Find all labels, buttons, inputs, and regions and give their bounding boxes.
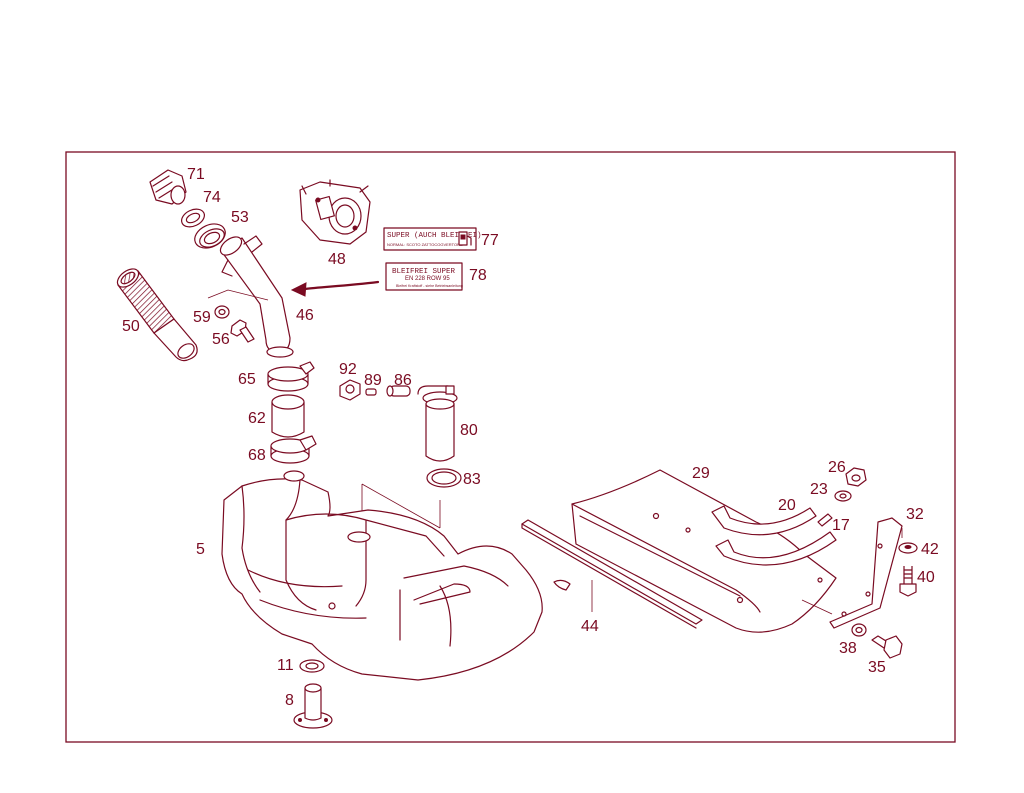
label-56: 56 [212,331,230,348]
label-23: 23 [810,481,828,498]
hose-86-part[interactable] [386,385,411,397]
label-32: 32 [906,506,924,523]
label-65: 65 [238,371,256,388]
label-78: 78 [469,267,487,284]
fuel-sender-80-part[interactable] [417,385,458,462]
diagram-frame [65,151,956,743]
label-42: 42 [921,541,939,558]
strip-44-part[interactable] [521,519,703,629]
bolt-40-part[interactable] [899,566,917,597]
part-number-labels: 71 74 53 48 77 78 50 59 56 46 65 62 68 9… [122,166,939,709]
bolt-35-part[interactable] [871,635,903,659]
washer-59-part[interactable] [214,305,230,319]
label-20: 20 [778,497,796,514]
stud-17-part[interactable] [817,513,833,527]
bracket-32-part[interactable] [829,517,903,629]
label-40: 40 [917,569,935,586]
label-83: 83 [463,471,481,488]
connector-89-part[interactable] [365,388,377,396]
label-86: 86 [394,372,412,389]
leader-lines-32 [801,528,903,615]
label-77: 77 [481,232,499,249]
tank-shield-29-part[interactable] [571,469,837,633]
grommet-part[interactable] [191,219,229,252]
label-59: 59 [193,309,211,326]
label-35: 35 [868,659,886,676]
label-53: 53 [231,209,249,226]
fuel-tank-part[interactable] [221,470,543,681]
label-74: 74 [203,189,221,206]
label-71: 71 [187,166,205,183]
label-26: 26 [828,459,846,476]
label-77-line1: SUPER (AUCH BLEIFREI) [387,232,482,240]
label-17: 17 [832,517,850,534]
hose-clamp-68-part[interactable] [270,435,317,464]
washer-42-part[interactable] [898,542,918,554]
label-29: 29 [692,465,710,482]
label-5: 5 [196,541,205,558]
label-48: 48 [328,251,346,268]
leader-lines-56-59 [207,289,269,301]
seal-ring-83-part[interactable] [426,468,462,488]
bolt-56-part[interactable] [230,319,255,343]
hose-clamp-65-part[interactable] [267,361,315,392]
filler-cap-part[interactable] [149,169,187,205]
nut-26-part[interactable] [845,467,867,487]
label-80: 80 [460,422,478,439]
drain-plug-8-part[interactable] [293,683,333,729]
label-78-line2: EN 228 ROW 95 [405,276,450,282]
label-8: 8 [285,692,294,709]
seal-ring-part[interactable] [179,206,208,231]
washer-23-part[interactable] [834,490,852,502]
label-11: 11 [277,657,294,674]
label-38: 38 [839,640,857,657]
label-50: 50 [122,318,140,335]
filler-neck-pipe-part[interactable] [217,233,294,358]
label-44: 44 [581,618,599,635]
protective-sleeve-part[interactable] [114,265,198,362]
fuel-flap-housing-part[interactable] [299,179,371,245]
fuel-label-78: BLEIFREI SUPER EN 228 ROW 95 Bleifrei Kr… [385,262,463,291]
label-46: 46 [296,307,314,324]
label-89: 89 [364,372,382,389]
tank-strap-20-part[interactable] [711,505,837,566]
label-77-line2: NORMAL: SCOTO ZATTOCOGVERTORE [387,242,463,247]
label-pointer-arrow [290,280,380,297]
washer-38-part[interactable] [851,623,867,637]
seal-washer-11-part[interactable] [299,659,325,673]
fuel-label-77: SUPER (AUCH BLEIFREI) NORMAL: SCOTO ZATT… [383,227,482,251]
grommet-92-part[interactable] [339,379,361,401]
label-78-line1: BLEIFREI SUPER [392,268,456,276]
hose-62-part[interactable] [271,394,305,438]
label-62: 62 [248,410,266,427]
label-68: 68 [248,447,266,464]
label-78-line3: Bleifrei Kraftstoff - siehe Betriebsanle… [396,284,463,288]
label-92: 92 [339,361,357,378]
